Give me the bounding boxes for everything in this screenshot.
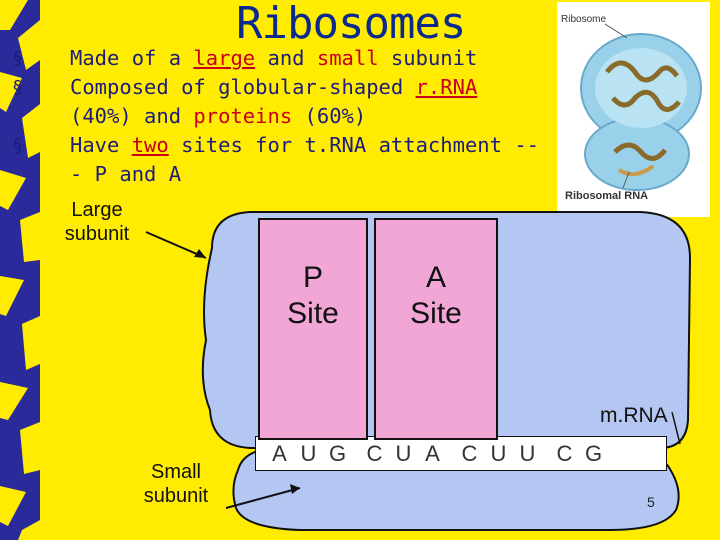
- bullet-composition: § Composed of globular-shaped r.RNA: [0, 73, 560, 102]
- large-subunit-arrow: [145, 231, 207, 259]
- codon-base: U: [395, 441, 412, 466]
- codon-base: U: [490, 441, 507, 466]
- mrna-arrow: [671, 411, 681, 445]
- mrna-strand: [255, 436, 667, 471]
- bullet-list: § Made of a large and small subunit § Co…: [0, 44, 560, 189]
- bullet-composition-cont: (40%) and proteins (60%): [70, 104, 367, 128]
- a-site: A Site: [374, 218, 498, 440]
- decorative-stripe: [0, 0, 40, 540]
- p-site-label: P Site: [287, 261, 339, 330]
- small-subunit-arrow: [225, 487, 301, 509]
- codon-base: U: [519, 441, 536, 466]
- bullet-subunits: § Made of a large and small subunit: [0, 44, 560, 73]
- codon-base: A: [272, 441, 287, 466]
- ribosome-label: Ribosome: [561, 14, 607, 25]
- square-bullet-icon: §: [12, 135, 23, 156]
- ribosomal-rna-label: Ribosomal RNA: [565, 190, 649, 202]
- square-bullet-icon: §: [12, 48, 23, 69]
- codon-base: G: [584, 441, 603, 466]
- page-number: 5: [647, 494, 655, 510]
- small-subunit-label: Small subunit: [143, 461, 209, 507]
- ribosome-illustration-icon: [580, 23, 702, 191]
- codon-base: C: [556, 441, 573, 466]
- codon-base: G: [328, 441, 347, 466]
- codon-base: A: [425, 441, 440, 466]
- bullet-sites: § Have two sites for t.RNA attachment --: [0, 131, 560, 160]
- square-bullet-icon: §: [12, 77, 23, 98]
- large-subunit-label: Large subunit: [64, 199, 130, 245]
- bullet-sites-cont: - P and A: [70, 162, 182, 186]
- p-site: P Site: [258, 218, 368, 440]
- page-title: Ribosomes: [236, 0, 466, 49]
- ribosome-inset: Ribosome Ribosomal RNA: [557, 2, 710, 217]
- codon-base: C: [461, 441, 478, 466]
- a-site-label: A Site: [410, 261, 462, 330]
- codon-base: U: [300, 441, 317, 466]
- mrna-label: m.RNA: [600, 404, 668, 427]
- codon-base: C: [366, 441, 383, 466]
